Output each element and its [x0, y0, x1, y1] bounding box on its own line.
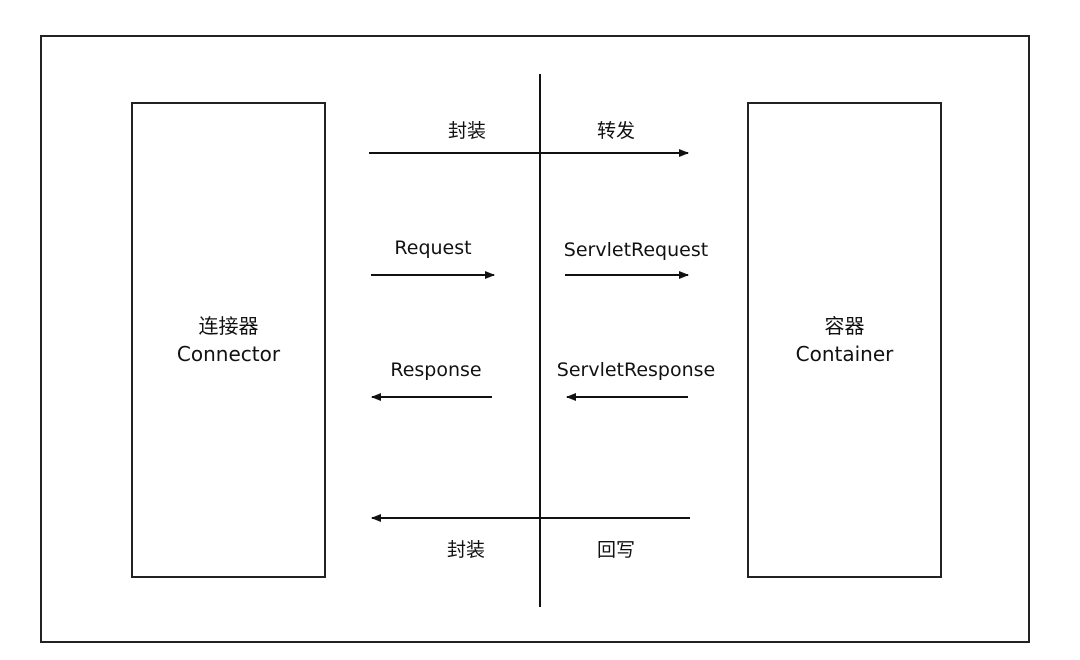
label-response: Response: [390, 359, 482, 381]
container-box: 容器 Container: [747, 102, 942, 578]
label-encapsulate-top: 封装: [447, 120, 487, 142]
container-title-cn: 容器: [824, 314, 865, 338]
label-request: Request: [394, 237, 472, 259]
connector-title-cn: 连接器: [198, 314, 259, 338]
label-servlet-request: ServletRequest: [563, 239, 709, 261]
connector-title-en: Connector: [176, 342, 281, 366]
connector-box: 连接器 Connector: [131, 102, 326, 578]
outer-frame: [40, 35, 1030, 643]
label-forward: 转发: [596, 120, 636, 142]
label-write-back: 回写: [596, 539, 636, 561]
container-title-en: Container: [795, 342, 894, 366]
label-servlet-response: ServletResponse: [556, 359, 716, 381]
label-encapsulate-bottom: 封装: [446, 539, 486, 561]
